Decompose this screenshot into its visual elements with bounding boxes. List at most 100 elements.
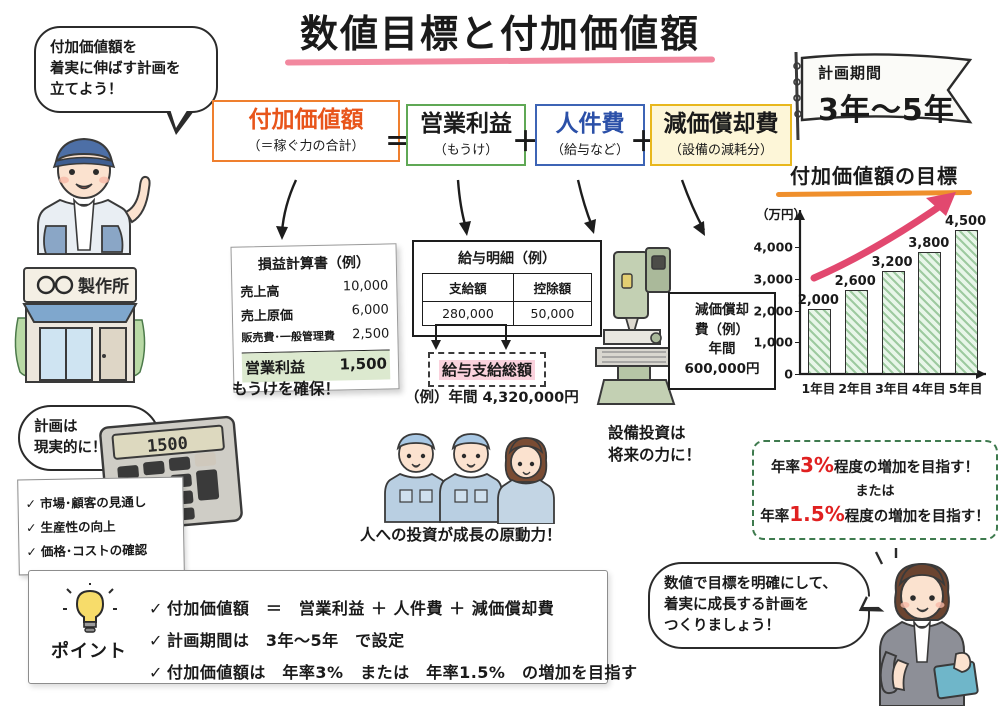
chart-x-tick-label: 1年目 [801, 381, 836, 396]
payslip-table: 支給額 控除額 280,000 50,000 [422, 273, 593, 326]
table-row: 販売費･一般管理費 2,500 [241, 326, 389, 345]
chart-y-tick-mark [795, 342, 801, 344]
payslip-total-tag: 給与支給総額 [428, 352, 547, 387]
target-rate-3: 3% [800, 453, 834, 477]
list-item: ✓市場･顧客の見通し [25, 491, 175, 513]
page-title: 数値目標と付加価値額 [250, 13, 750, 66]
points-item-text: 付加価値額は 年率3% または 年率1.5% の増加を目指す [166, 663, 638, 682]
target-line-2-post: 程度の増加を目指す！ [844, 509, 990, 525]
check-icon: ✓ [149, 663, 163, 682]
chart-bar-value-label: 3,800 [908, 235, 950, 251]
closing-line-2: 着実に成長する計画を [664, 597, 809, 614]
pl-row-label: 売上高 [240, 284, 280, 301]
caption-secure-profit: もうけを確保！ [232, 380, 341, 398]
svg-text:製作所: 製作所 [77, 276, 129, 297]
formula-depreciation-label: 減価償却費 [663, 111, 779, 137]
pl-row-label: 販売費･一般管理費 [241, 329, 336, 345]
caption-people-investment: 人への投資が成長の原動力！ [360, 526, 562, 544]
formula-labor-cost: 人件費 （給与など） [535, 104, 645, 167]
depreciation-note: 減価償却 費（例） 年間 600,000円 [668, 292, 776, 391]
check-icon: ✓ [149, 599, 163, 618]
arrow-down-to-hr-icon [576, 179, 596, 234]
chart-bar-value-label: 2,000 [797, 292, 839, 308]
chart-x-tick-label: 5年目 [948, 381, 983, 396]
depreciation-line-3: 年間 [708, 341, 736, 358]
payslip-heading: 給与明細（例） [458, 251, 556, 267]
arrow-down-to-pl-icon [276, 179, 298, 240]
checklist-note: ✓市場･顧客の見通し ✓生産性の向上 ✓ 価格･コストの確認 [17, 476, 185, 576]
caption-equipment-line-2: 将来の力に！ [608, 446, 702, 465]
bubble-line-1: 付加価値額を [50, 40, 137, 56]
list-item: ✓付加価値額 ＝ 営業利益 ＋ 人件費 ＋ 減価償却費 [149, 595, 637, 619]
title-underline [284, 56, 716, 66]
caption-equipment-line-1: 設備投資は [608, 424, 686, 442]
target-line-1: 年率3%程度の増加を目指す！ [760, 450, 990, 480]
pl-row-value: 2,500 [351, 326, 390, 343]
formula-operating-profit-label: 営業利益 [420, 111, 512, 137]
formula-added-value-label: 付加価値額 [248, 107, 364, 133]
points-item-text: 付加価値額 ＝ 営業利益 ＋ 人件費 ＋ 減価償却費 [166, 599, 555, 618]
chart-y-tick-mark [795, 247, 801, 249]
calculator-illustration: 1500 [99, 415, 243, 532]
chart-y-tick-mark [795, 279, 801, 280]
chart-title: 付加価値額の目標 [790, 164, 958, 188]
formula-added-value: 付加価値額 （＝稼ぐ力の合計） [212, 100, 400, 163]
growth-arrow-icon [810, 192, 956, 282]
payslip-total-label: 給与支給総額 [439, 360, 536, 380]
chart-x-tick-label: 2年目 [838, 381, 873, 396]
formula-depreciation: 減価償却費 （設備の減耗分） [650, 104, 792, 167]
chart-bar-value-label: 4,500 [945, 213, 987, 229]
payslip-value-deduction: 50,000 [512, 301, 593, 326]
payslip-col-pay: 支給額 [422, 273, 514, 302]
caption-equipment-investment: 設備投資は 将来の力に！ [608, 422, 701, 467]
lightbulb-icon [63, 583, 117, 633]
chart-x-tick-label: 4年目 [911, 381, 946, 396]
machine-illustration [595, 247, 676, 405]
formula-depreciation-note: （設備の減耗分） [668, 143, 773, 159]
table-header-row: 支給額 控除額 [422, 273, 593, 302]
list-item: ✓計画期間は 3年～5年 で設定 [149, 627, 637, 651]
bubble-tail [166, 109, 194, 136]
speech-bubble-intro: 付加価値額を 着実に伸ばす計画を 立てよう！ [34, 26, 218, 136]
banner-period: 3年～5年 [818, 93, 955, 128]
workers-illustration [384, 433, 555, 524]
target-or-label: または [855, 484, 895, 499]
banner-label: 計画期間 [818, 64, 883, 82]
chart-bar-value-label: 3,200 [871, 254, 913, 270]
chart-x-tick-label: 3年目 [875, 381, 909, 396]
checklist-label: 市場･顧客の見通し [39, 494, 147, 512]
chart-bar [844, 289, 868, 374]
plan-period-banner: 計画期間 3年～5年 [782, 48, 994, 140]
formula-operating-profit: 営業利益 （もうけ） [406, 104, 526, 167]
chart-bar [881, 270, 905, 374]
formula-labor-cost-note: （給与など） [550, 143, 629, 159]
pl-row-label: 売上原価 [240, 308, 294, 325]
banner-text: 計画期間 3年～5年 [818, 62, 955, 129]
chart-y-tick-label: 3,000 [753, 271, 793, 287]
pl-row-value: 10,000 [342, 278, 389, 295]
bubble-line-3: 立てよう！ [50, 82, 123, 99]
points-summary-box: ポイント ✓付加価値額 ＝ 営業利益 ＋ 人件費 ＋ 減価償却費 ✓計画期間は … [28, 570, 637, 684]
chart-y-tick-label: 4,000 [753, 239, 793, 255]
bubble-line-2: 着実に伸ばす計画を [50, 61, 181, 78]
payslip-annual-amount: （例）年間 4,320,000円 [405, 390, 579, 406]
points-label: ポイント [51, 641, 127, 662]
growth-target-box: 年率3%程度の増加を目指す！ または 年率1.5%程度の増加を目指す！ [752, 440, 998, 540]
chart-y-tick-mark [795, 310, 801, 312]
check-icon: ✓ [25, 496, 37, 512]
chart-bar [918, 251, 942, 374]
list-item: ✓生産性の向上 [26, 515, 176, 537]
points-item-list: ✓付加価値額 ＝ 営業利益 ＋ 人件費 ＋ 減価償却費 ✓計画期間は 3年～5年… [149, 587, 637, 691]
bubble-realistic-line-1: 計画は [34, 419, 78, 435]
chart-y-tick-label: 1,000 [753, 334, 793, 350]
formula-operating-profit-note: （もうけ） [433, 143, 499, 159]
worker-illustration [37, 137, 151, 255]
depreciation-line-4: 600,000円 [684, 360, 760, 377]
arrow-down-to-payslip-icon [456, 179, 471, 236]
checklist-label: 価格･コストの確認 [40, 542, 148, 560]
shop-illustration: 製作所 [14, 267, 146, 383]
table-row: 売上原価 6,000 [241, 302, 389, 324]
